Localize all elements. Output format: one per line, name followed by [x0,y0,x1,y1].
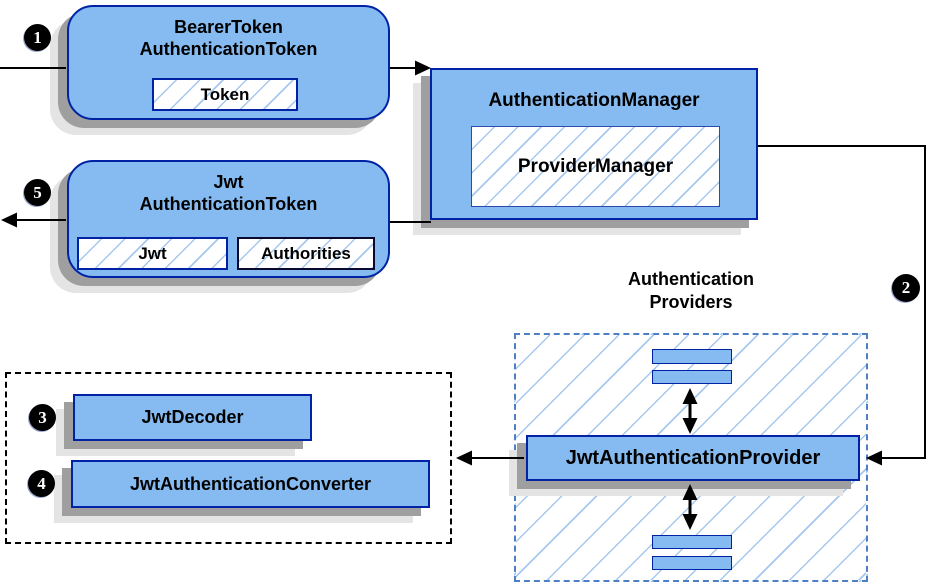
bearer-to-manager-arrowhead-icon [415,60,431,76]
jwt-decoder-title: JwtDecoder [141,407,244,427]
step-5-number: 5 [33,182,42,202]
authentication-providers-label: Authentication Providers [514,268,868,314]
provider-manager-node: ProviderManager [471,126,720,207]
bearer-token-title-line2: AuthenticationToken [139,39,318,59]
provider-placeholder-bar [652,535,732,549]
authorities-chip: Authorities [237,237,375,270]
manager-to-provider-arrowhead-icon [866,450,882,466]
jwt-chip: Jwt [77,237,228,270]
step-1-badge: 1 [24,24,51,51]
authorities-chip-label: Authorities [261,243,351,263]
authentication-providers-label-line1: Authentication [628,269,754,289]
jwt-authentication-provider-title: JwtAuthenticationProvider [565,446,821,469]
token-chip: Token [152,78,298,111]
provider-manager-label: ProviderManager [517,155,674,177]
step-3-badge: 3 [29,404,56,431]
jwt-token-title-line2: AuthenticationToken [139,194,318,214]
bearer-token-title-line1: BearerToken [174,17,283,37]
jwt-chip-label: Jwt [138,243,167,263]
authentication-manager-title: AuthenticationManager [488,90,700,111]
provider-to-components-arrowhead-icon [456,450,472,466]
provider-placeholder-bar [652,370,732,384]
jwt-authentication-converter-node: JwtAuthenticationConverter [71,460,430,508]
provider-placeholder-bar [652,349,732,364]
step-4-badge: 4 [28,470,55,497]
jwt-decoder-node: JwtDecoder [73,394,312,441]
step-4-number: 4 [37,473,46,493]
authentication-providers-label-line2: Providers [649,292,733,312]
step-2-badge: 2 [892,274,920,302]
step-5-badge: 5 [24,179,51,206]
jwt-components-group [5,372,452,544]
token-chip-label: Token [200,84,250,104]
outgoing-result-arrowhead-icon [1,212,17,228]
step-3-number: 3 [38,407,47,427]
step-1-number: 1 [33,27,42,47]
jwt-authentication-converter-title: JwtAuthenticationConverter [129,473,372,494]
provider-placeholder-bar [652,556,732,570]
step-2-number: 2 [901,278,911,297]
jwt-authentication-provider-node: JwtAuthenticationProvider [526,435,860,481]
jwt-token-title-line1: Jwt [213,172,244,192]
